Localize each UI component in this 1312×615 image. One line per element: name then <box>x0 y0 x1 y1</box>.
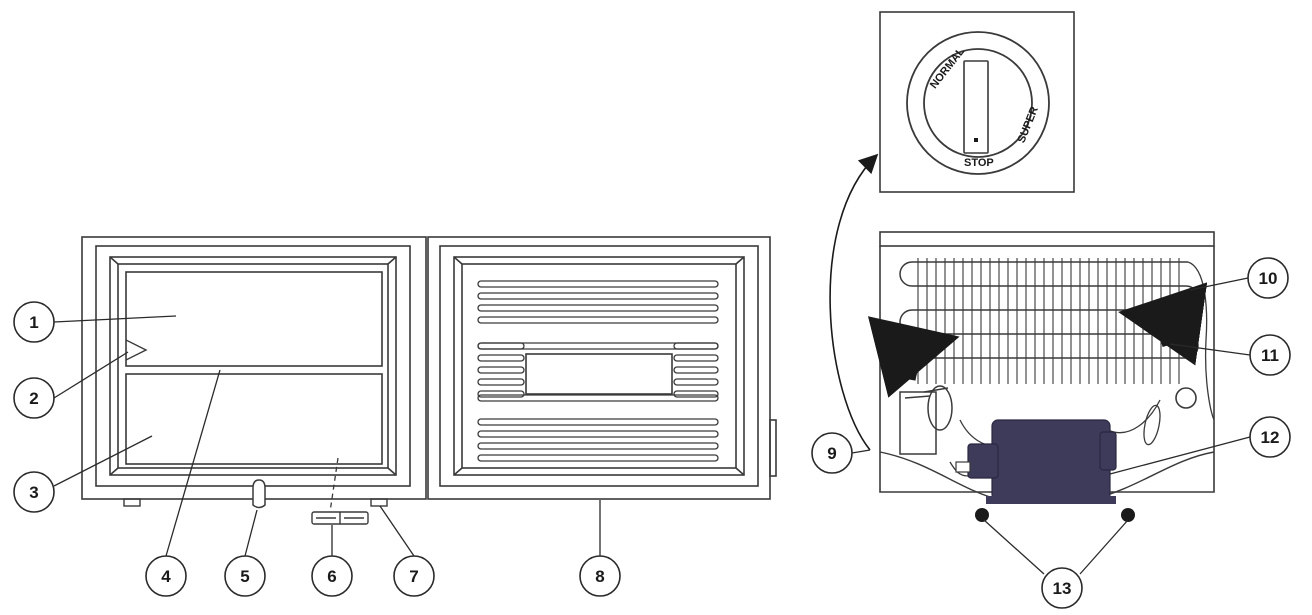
lid-rib <box>477 378 525 386</box>
refrigerant-pipes <box>949 399 1161 477</box>
lid-rib <box>477 304 719 312</box>
lid-rib <box>477 394 719 402</box>
callout-7: 7 <box>393 555 435 597</box>
lid-rib <box>673 366 719 374</box>
lid-rib <box>673 390 719 398</box>
lid-rib <box>477 342 719 350</box>
callout-1: 1 <box>13 301 55 343</box>
callout-12: 12 <box>1249 416 1291 458</box>
thermostat-knob[interactable] <box>963 60 989 154</box>
lid-rib <box>477 454 719 462</box>
callout-10: 10 <box>1247 257 1289 299</box>
airflow-arrow-left <box>867 316 960 398</box>
freezer-lid <box>427 236 777 500</box>
lid-rib <box>477 430 719 438</box>
rear-foot-left <box>975 508 989 522</box>
rear-thermostat-box <box>899 385 953 455</box>
freezer-open-interior <box>81 236 427 513</box>
svg-text:10: 10 <box>1259 269 1278 288</box>
svg-text:9: 9 <box>827 444 836 463</box>
svg-text:4: 4 <box>161 567 171 586</box>
adjustable-foot <box>370 498 388 507</box>
svg-text:13: 13 <box>1053 579 1072 598</box>
callout-4: 4 <box>145 555 187 597</box>
svg-text:3: 3 <box>29 483 38 502</box>
callout-11: 11 <box>1249 334 1291 376</box>
lid-ribs <box>477 280 719 462</box>
airflow-arrow-right <box>1118 282 1208 366</box>
svg-text:1: 1 <box>29 313 38 332</box>
lid-rib <box>477 292 719 300</box>
lid-rib <box>477 390 525 398</box>
svg-text:11: 11 <box>1261 346 1279 365</box>
lid-rib <box>477 418 719 426</box>
callout-6: 6 <box>311 555 353 597</box>
lid-rib <box>477 366 525 374</box>
lid-rib <box>477 354 525 362</box>
svg-text:6: 6 <box>327 567 336 586</box>
svg-text:7: 7 <box>409 567 418 586</box>
lid-rib <box>673 378 719 386</box>
lid-rib <box>477 442 719 450</box>
drain-plug <box>311 511 369 525</box>
dial-label-stop: STOP <box>964 157 994 169</box>
svg-text:8: 8 <box>595 567 604 586</box>
lid-rib <box>673 342 719 350</box>
callout-8: 8 <box>579 555 621 597</box>
lid-rib <box>477 342 525 350</box>
callout-9: 9 <box>811 432 853 474</box>
lid-rib <box>477 280 719 288</box>
lid-rib <box>673 354 719 362</box>
callout-2: 2 <box>13 377 55 419</box>
svg-text:5: 5 <box>240 567 249 586</box>
lid-rib <box>477 316 719 324</box>
pointer-arrow-9 <box>829 153 879 451</box>
rear-foot-right <box>1121 508 1135 522</box>
svg-text:2: 2 <box>29 389 38 408</box>
front-foot-left <box>123 498 141 507</box>
callout-5: 5 <box>224 555 266 597</box>
callout-3: 3 <box>13 471 55 513</box>
svg-text:12: 12 <box>1261 428 1280 447</box>
callout-13: 13 <box>1041 567 1083 609</box>
compressor <box>955 419 1117 504</box>
leader-lines <box>53 277 1251 575</box>
condenser-wires <box>917 258 1180 384</box>
thermostat-inset: NORMAL SUPER STOP <box>879 11 1075 193</box>
lid-handle <box>252 479 266 509</box>
